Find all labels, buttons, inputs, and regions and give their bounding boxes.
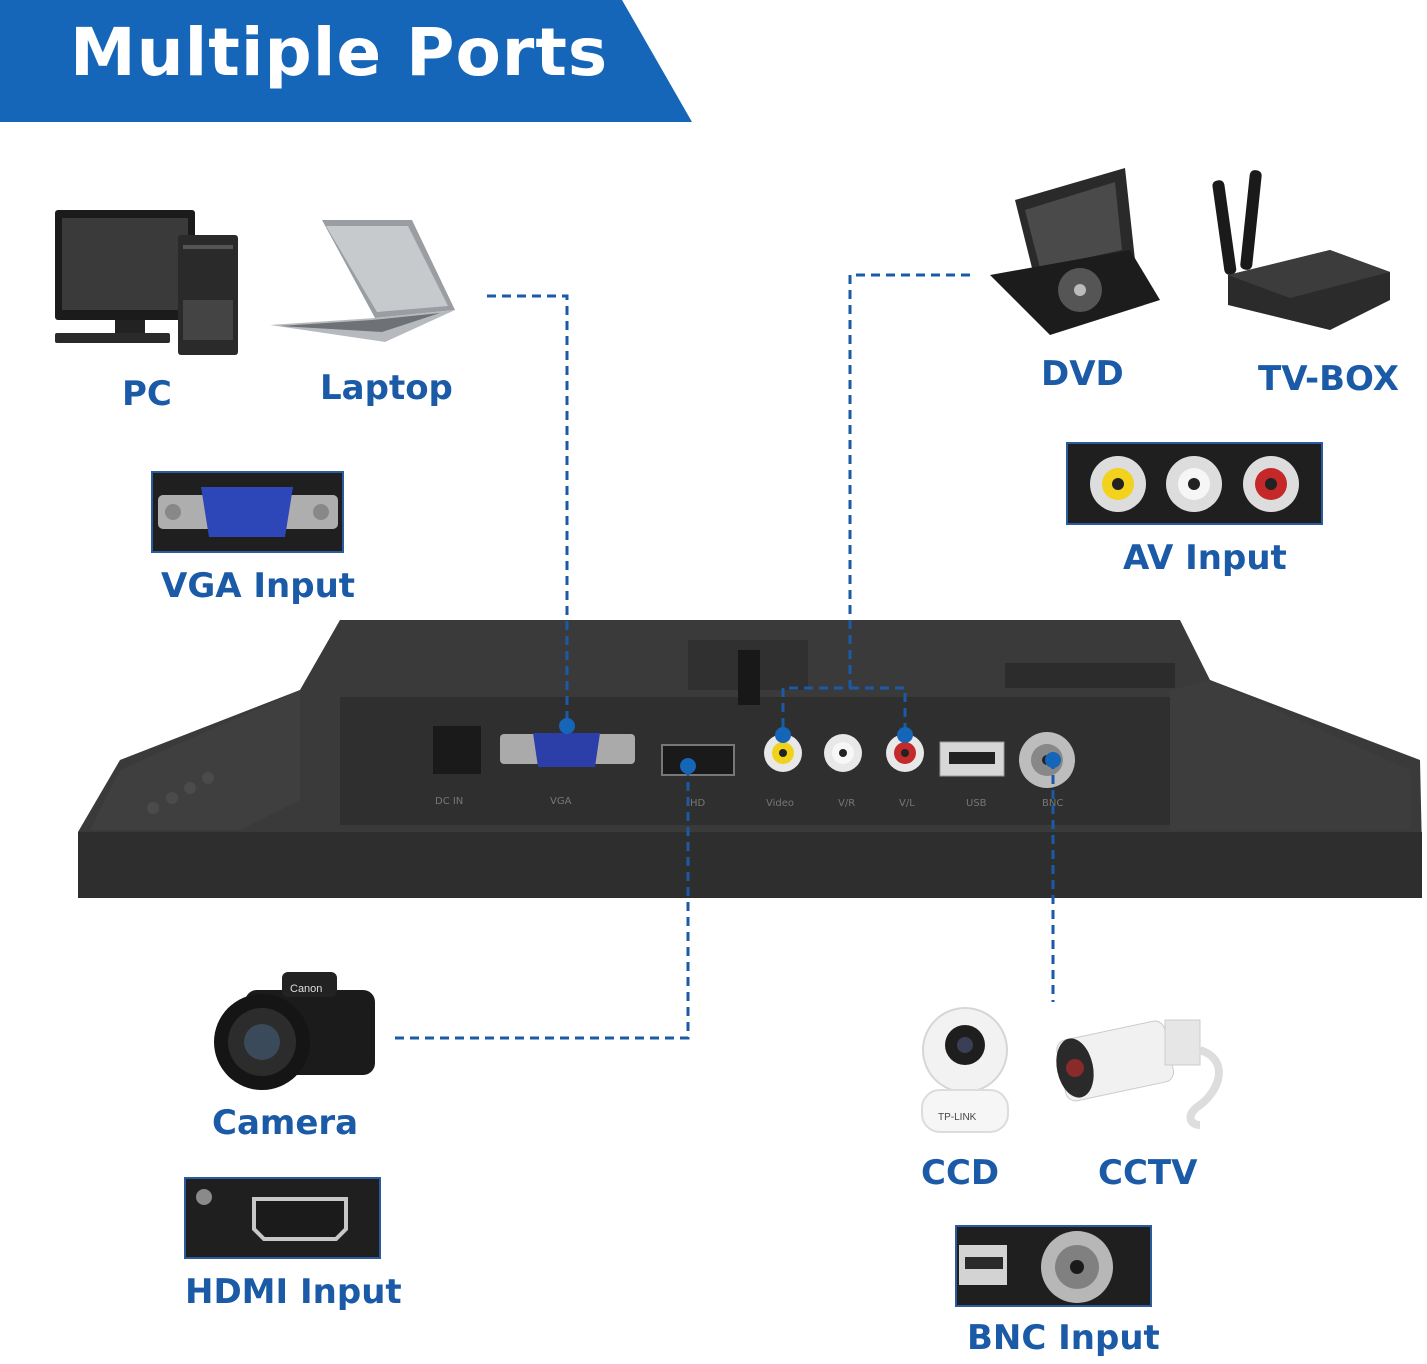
connector-lines xyxy=(395,273,1055,1040)
tvbox-icon xyxy=(1212,170,1390,330)
laptop-icon xyxy=(270,220,455,342)
monitor-label: DC IN xyxy=(435,796,463,807)
page-title: Multiple Ports xyxy=(70,14,609,91)
monitor-port-labels: DC IN VGA HD Video V/R V/L USB BNC xyxy=(435,796,1063,809)
title-banner xyxy=(0,0,692,122)
dvd-icon xyxy=(990,168,1160,335)
monitor-label: HD xyxy=(690,798,706,809)
av-connector-right xyxy=(850,686,907,735)
laptop-label: Laptop xyxy=(320,368,453,408)
camera-brand-text: Canon xyxy=(290,983,322,995)
monitor-label: V/R xyxy=(838,798,855,809)
cctv-icon xyxy=(1056,1019,1223,1129)
hdmi-connector xyxy=(395,766,690,1040)
cctv-label: CCTV xyxy=(1098,1153,1198,1193)
vga-connector xyxy=(487,294,569,726)
bnc-port-box xyxy=(955,1225,1152,1307)
monitor-label: VGA xyxy=(550,796,572,807)
camera-icon: Canon xyxy=(214,972,375,1090)
camera-label: Camera xyxy=(212,1103,359,1143)
ccd-label: CCD xyxy=(921,1153,1000,1193)
ccd-brand-text: TP-LINK xyxy=(938,1112,977,1123)
av-port-box xyxy=(1066,442,1323,525)
pc-icon xyxy=(55,210,238,355)
dvd-label: DVD xyxy=(1041,354,1124,394)
bnc-input-label: BNC Input xyxy=(967,1318,1160,1358)
monitor-label: USB xyxy=(966,798,987,809)
monitor-label: Video xyxy=(766,798,794,809)
tvbox-label: TV-BOX xyxy=(1258,359,1399,399)
pc-label: PC xyxy=(122,374,172,414)
connector-dots xyxy=(559,718,1061,774)
hdmi-port-box xyxy=(184,1177,381,1259)
av-input-label: AV Input xyxy=(1123,538,1287,578)
ccd-icon: TP-LINK xyxy=(921,1007,1009,1133)
vga-input-label: VGA Input xyxy=(161,566,356,606)
monitor-label: BNC xyxy=(1042,798,1063,809)
monitor-label: V/L xyxy=(899,798,915,809)
monitor xyxy=(78,620,1422,898)
vga-port-box xyxy=(151,471,344,553)
hdmi-input-label: HDMI Input xyxy=(185,1272,402,1312)
